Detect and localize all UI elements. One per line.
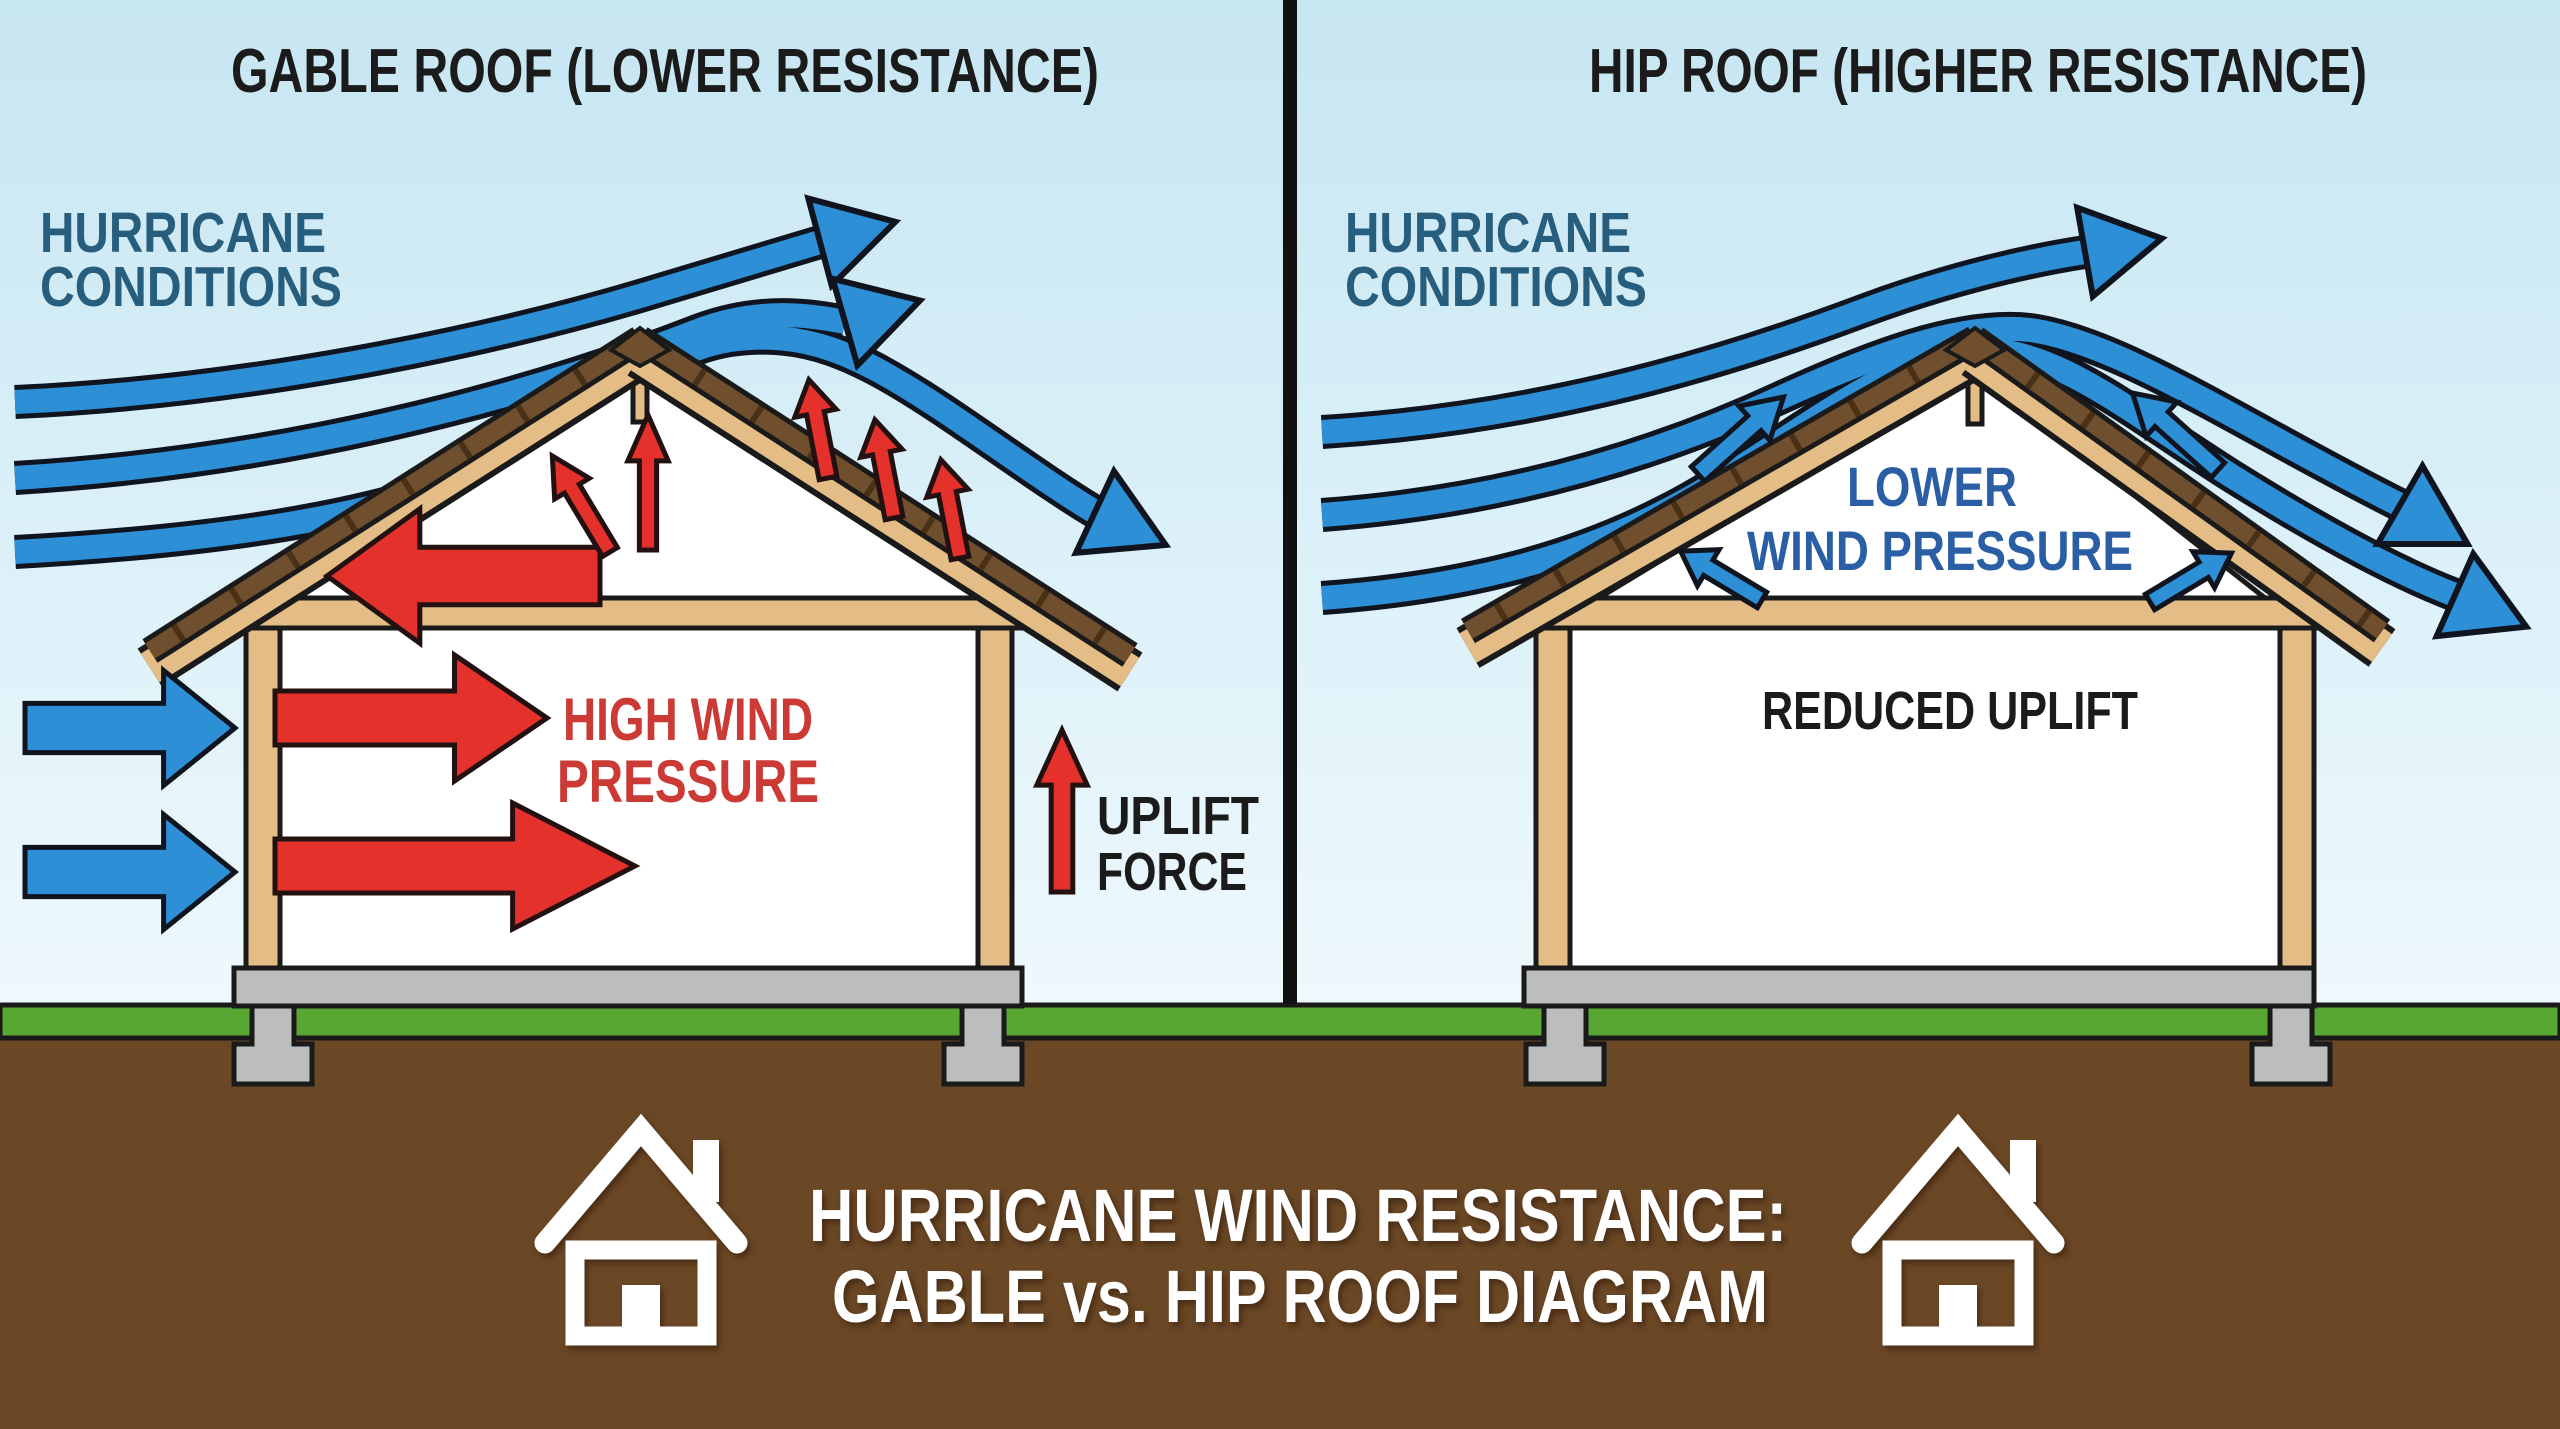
foundation-slab: [231, 965, 1025, 1009]
panel-hip: HIP ROOF (HIGHER RESISTANCE) HURRICANE C…: [1320, 37, 2545, 1087]
uplift-force-label-line2: FORCE: [1097, 842, 1247, 902]
grass-strip: [0, 1002, 2560, 1041]
wind-stream: [14, 230, 824, 414]
footing: [2249, 1003, 2333, 1087]
roof-slope-left: [137, 327, 653, 688]
right-hurricane-label-line1: HURRICANE: [1345, 201, 1631, 265]
lower-wind-pressure-line2: WIND PRESSURE: [1747, 519, 2133, 582]
house-wall-interior: [1565, 623, 2285, 973]
high-wind-pressure-line2: PRESSURE: [557, 748, 819, 815]
roof-slope-left: [1456, 326, 1987, 668]
panel-gable: GABLE ROOF (LOWER RESISTANCE) HURRICANE …: [13, 37, 1259, 1087]
wall-post: [243, 623, 283, 973]
left-hurricane-label-line2: CONDITIONS: [40, 255, 342, 319]
right-panel-title: HIP ROOF (HIGHER RESISTANCE): [1589, 37, 2367, 106]
left-panel-title: GABLE ROOF (LOWER RESISTANCE): [231, 37, 1099, 106]
left-hurricane-label-line1: HURRICANE: [40, 201, 326, 265]
wall-post: [975, 623, 1015, 973]
foundation-slab: [1521, 965, 2317, 1009]
high-wind-pressure-line1: HIGH WIND: [563, 686, 813, 753]
right-hurricane-label-line2: CONDITIONS: [1345, 255, 1647, 319]
wind-streams-right: [1320, 194, 2545, 668]
bottom-caption: HURRICANE WIND RESISTANCE: GABLE vs. HIP…: [545, 1130, 2054, 1338]
wall-post: [2277, 623, 2317, 973]
wind-stream: [1321, 316, 2406, 527]
soil-ground: [0, 1036, 2560, 1429]
hip-house: [1456, 325, 2396, 1087]
lower-wind-pressure-line1: LOWER: [1847, 455, 2017, 518]
footing: [231, 1003, 315, 1087]
top-plate: [1515, 595, 2335, 631]
caption-line2: GABLE vs. HIP ROOF DIAGRAM: [832, 1255, 1768, 1338]
wall-post: [1533, 623, 1573, 973]
footing: [1523, 1003, 1607, 1087]
caption-line1: HURRICANE WIND RESISTANCE:: [809, 1174, 1787, 1257]
top-plate: [227, 595, 1053, 631]
footing: [941, 1003, 1025, 1087]
panel-divider: [1283, 0, 1297, 1004]
uplift-force-label-line1: UPLIFT: [1097, 786, 1259, 846]
ridge-cap: [1942, 325, 2008, 369]
ridge-cap: [607, 325, 673, 369]
wind-stream: [1321, 240, 2087, 444]
roof-slope-right: [1961, 327, 2396, 667]
reduced-uplift-label: REDUCED UPLIFT: [1762, 681, 2138, 741]
